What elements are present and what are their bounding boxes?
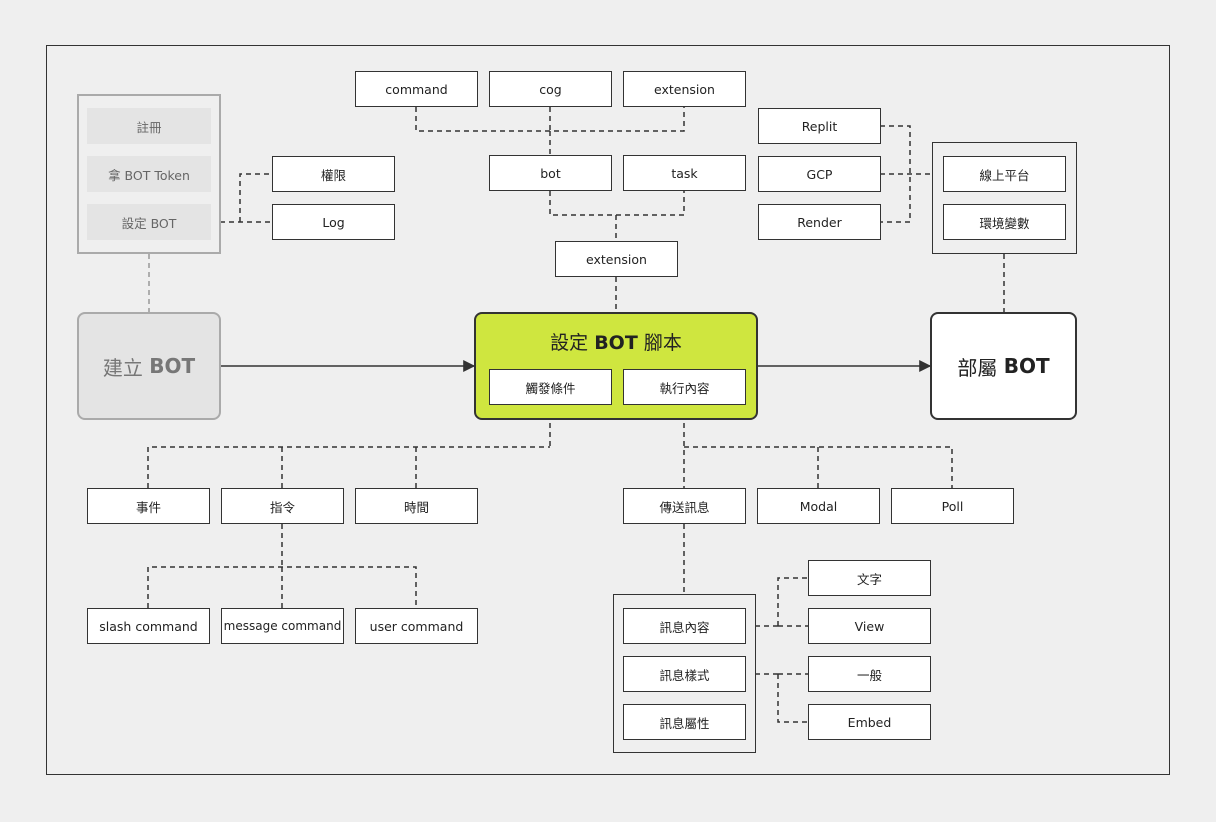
step-register: 註冊 [87,108,211,144]
create-bot-text: 建立 [102,355,143,380]
action-content: 執行內容 [623,369,746,405]
step-get-token: 拿 BOT Token [87,156,211,192]
trigger-time: 時間 [355,488,478,524]
script-title-text: 設定 [550,332,589,354]
trigger-event: 事件 [87,488,210,524]
deploy-bot-text: 部屬 [957,355,998,380]
deploy-bot-bold: BOT [1003,354,1050,378]
script-title: 設定 BOT 腳本 [476,328,756,355]
action-poll: Poll [891,488,1014,524]
module-command: command [355,71,478,107]
command-slash: slash command [87,608,210,644]
content-view: View [808,608,931,644]
hosting-render: Render [758,204,881,240]
deploy-bot-node: 部屬 BOT [930,312,1077,420]
module-task: task [623,155,746,191]
message-attributes: 訊息屬性 [623,704,746,740]
style-normal: 一般 [808,656,931,692]
trigger-condition: 觸發條件 [489,369,612,405]
hosting-replit: Replit [758,108,881,144]
deploy-env-vars: 環境變數 [943,204,1066,240]
setting-permission: 權限 [272,156,395,192]
create-bot-bold: BOT [149,354,196,378]
script-title-tail: 腳本 [643,332,682,354]
style-embed: Embed [808,704,931,740]
content-text: 文字 [808,560,931,596]
module-cog: cog [489,71,612,107]
message-content: 訊息內容 [623,608,746,644]
setting-log: Log [272,204,395,240]
module-extension-combined: extension [555,241,678,277]
command-message: message command [221,608,344,644]
module-bot: bot [489,155,612,191]
trigger-command: 指令 [221,488,344,524]
hosting-gcp: GCP [758,156,881,192]
action-modal: Modal [757,488,880,524]
action-send-message: 傳送訊息 [623,488,746,524]
create-bot-node: 建立 BOT [77,312,221,420]
step-setup-bot: 設定 BOT [87,204,211,240]
deploy-online-platform: 線上平台 [943,156,1066,192]
message-style: 訊息樣式 [623,656,746,692]
command-user: user command [355,608,478,644]
module-extension: extension [623,71,746,107]
script-title-bold: BOT [594,332,638,354]
